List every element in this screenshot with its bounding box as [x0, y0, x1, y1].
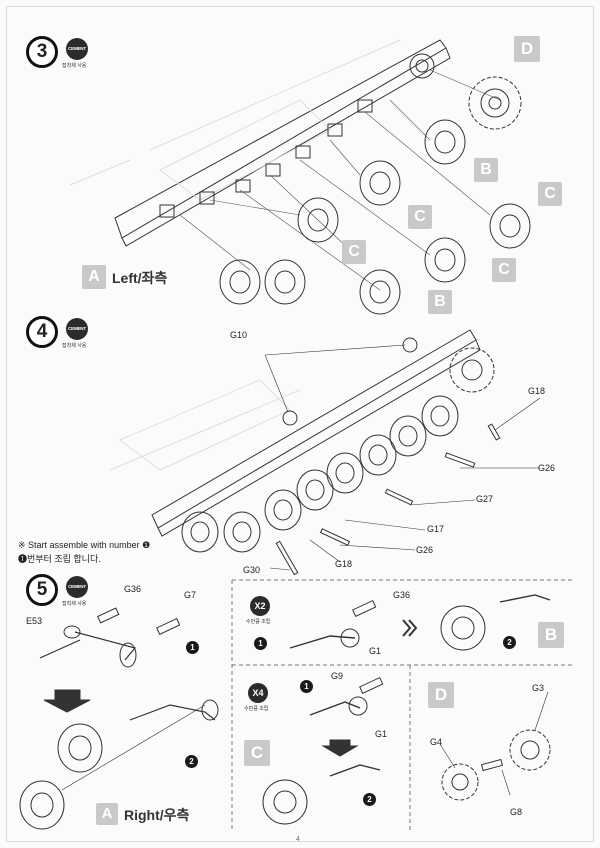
step-3-callout-c4: C [492, 258, 516, 282]
note-korean: ❶번부터 조립 합니다. [18, 554, 101, 564]
step-5-x4-icon: X4 [248, 683, 268, 703]
step-5-label-d: D [428, 682, 454, 708]
step-5-cement-sub: 접착제 사용 [62, 601, 87, 607]
page-number: 4 [296, 836, 300, 843]
step-3-callout-d: D [514, 36, 540, 62]
step-5-label-a: A [96, 803, 118, 825]
step-4-cement-sub: 접착제 사용 [62, 343, 87, 349]
part-g1-lower: G1 [375, 729, 388, 739]
step-3-callout-c3: C [342, 240, 366, 264]
step-4-number: 4 [26, 316, 58, 348]
step-4-cement-icon: CEMENT [66, 318, 88, 340]
part-g26-upper: G26 [538, 463, 556, 473]
part-g26-lower: G26 [416, 545, 434, 555]
step-5-label-c: C [244, 740, 270, 766]
step-3-label-a: A [82, 265, 106, 289]
part-g9: G9 [331, 671, 344, 681]
part-g8: G8 [510, 807, 523, 817]
part-g30: G30 [243, 565, 261, 575]
step-3-cement-sub: 접착제 사용 [62, 63, 87, 69]
part-g7: G7 [184, 590, 197, 600]
step-5-x2-icon: X2 [250, 596, 270, 616]
step-5-seq-1-left: 1 [186, 641, 199, 654]
part-g18-lower: G18 [335, 559, 353, 569]
step-3-callout-c1: C [538, 182, 562, 206]
part-e53: E53 [26, 616, 43, 626]
step-3-callout-c2: C [408, 205, 432, 229]
part-g36-left: G36 [124, 584, 142, 594]
part-g18-upper: G18 [528, 386, 546, 396]
note-english: ※ Start assemble with number ❶ [18, 540, 151, 550]
step-5-side-label: Right/우측 [124, 807, 190, 823]
step-5-seq-2-c: 2 [363, 793, 376, 806]
step-3-cement-icon: CEMENT [66, 38, 88, 60]
part-g3: G3 [532, 683, 545, 693]
step-5-x4-sub: 수만큼 조립 [244, 706, 269, 712]
step-5-cement-icon: CEMENT [66, 576, 88, 598]
step-3-number: 3 [26, 36, 58, 68]
part-g10: G10 [230, 330, 248, 340]
step-3-callout-b1: B [474, 158, 498, 182]
step-5-seq-1-b: 1 [254, 637, 267, 650]
step-3-side-label: Left/좌측 [112, 270, 168, 286]
step-5-seq-2-b: 2 [503, 636, 516, 649]
step-5-number: 5 [26, 574, 58, 606]
step-5-seq-2-left: 2 [185, 755, 198, 768]
page-frame [6, 6, 594, 842]
part-g17: G17 [427, 524, 445, 534]
step-3-callout-b2: B [428, 290, 452, 314]
part-g4: G4 [430, 737, 443, 747]
step-5-seq-1-c: 1 [300, 680, 313, 693]
step-5-x2-sub: 수만큼 조립 [246, 619, 271, 625]
part-g36-right: G36 [393, 590, 411, 600]
part-g1-upper: G1 [369, 646, 382, 656]
step-5-label-b: B [538, 622, 564, 648]
part-g27: G27 [476, 494, 494, 504]
